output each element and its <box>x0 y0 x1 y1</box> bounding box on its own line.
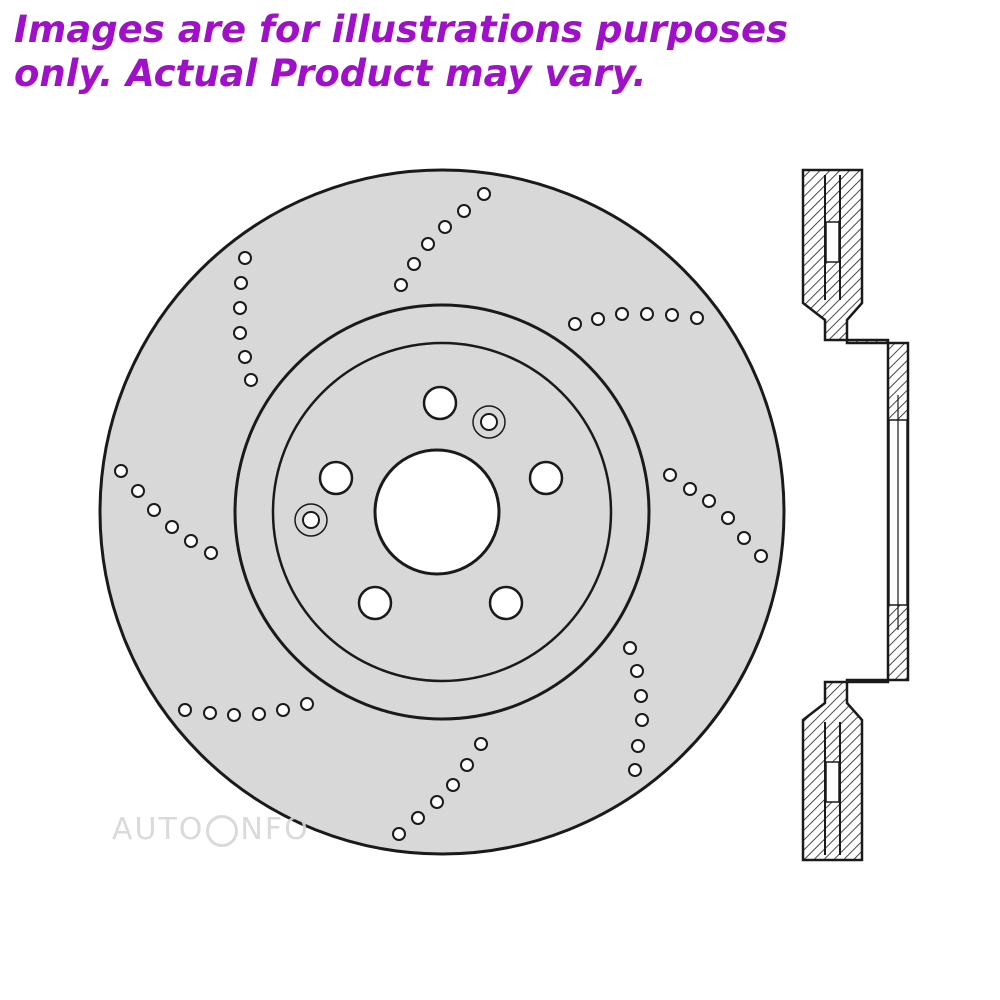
drill-hole <box>683 482 697 496</box>
drill-hole <box>238 350 252 364</box>
drill-hole <box>392 827 406 841</box>
drill-hole-pattern <box>114 187 768 841</box>
lug-hole <box>528 460 564 496</box>
drill-hole <box>276 703 290 717</box>
drill-hole <box>411 811 425 825</box>
drill-hole <box>430 795 444 809</box>
lug-hole <box>488 585 524 621</box>
drill-hole <box>147 503 161 517</box>
drill-hole <box>204 546 218 560</box>
drill-hole <box>630 664 644 678</box>
drill-hole <box>394 278 408 292</box>
disclaimer-line-2: only. Actual Product may vary. <box>14 52 647 95</box>
lug-hole <box>357 585 393 621</box>
drill-hole <box>615 307 629 321</box>
drill-hole <box>457 204 471 218</box>
drill-hole <box>114 464 128 478</box>
drill-hole <box>233 326 247 340</box>
vane-slot <box>825 761 840 803</box>
drill-hole <box>721 511 735 525</box>
drill-hole <box>165 520 179 534</box>
drill-hole <box>474 737 488 751</box>
lug-holes <box>318 385 564 621</box>
watermark-suffix: NFO <box>240 812 310 847</box>
drill-hole <box>203 706 217 720</box>
drill-hole <box>702 494 716 508</box>
rotor-front-view <box>98 168 786 856</box>
drill-hole <box>635 713 649 727</box>
drill-hole <box>438 220 452 234</box>
drill-hole <box>737 531 751 545</box>
drill-hole <box>178 703 192 717</box>
drill-hole <box>591 312 605 326</box>
drill-hole <box>184 534 198 548</box>
lug-hole <box>422 385 458 421</box>
drill-hole <box>634 689 648 703</box>
drill-hole <box>446 778 460 792</box>
drill-hole <box>227 708 241 722</box>
drill-hole <box>640 307 654 321</box>
drill-hole <box>623 641 637 655</box>
drill-hole <box>407 257 421 271</box>
rotor-section-outline <box>801 168 910 862</box>
drill-hole <box>244 373 258 387</box>
drill-hole <box>477 187 491 201</box>
watermark-prefix: AUTO <box>112 812 205 847</box>
drill-hole <box>252 707 266 721</box>
drill-hole <box>628 763 642 777</box>
drill-hole <box>131 484 145 498</box>
drill-hole <box>568 317 582 331</box>
drill-hole <box>233 301 247 315</box>
lug-hole <box>318 460 354 496</box>
drill-hole <box>238 251 252 265</box>
disclaimer-line-1: Images are for illustrations purposes <box>14 8 789 51</box>
drill-hole <box>300 697 314 711</box>
drill-hole <box>663 468 677 482</box>
set-screw-ring <box>472 405 506 439</box>
rotor-side-view <box>801 168 910 862</box>
autoinfo-watermark: AUTO NFO <box>112 812 310 847</box>
drill-hole <box>460 758 474 772</box>
set-screw-hole <box>302 511 320 529</box>
i-circle-icon <box>206 814 239 847</box>
drill-hole <box>631 739 645 753</box>
drill-hole <box>665 308 679 322</box>
center-bore <box>373 448 501 576</box>
drill-hole <box>421 237 435 251</box>
drill-hole <box>754 549 768 563</box>
drill-hole <box>234 276 248 290</box>
vane-slot <box>825 221 840 263</box>
drill-hole <box>690 311 704 325</box>
set-screw-holes <box>294 405 506 537</box>
set-screw-hole <box>480 413 498 431</box>
set-screw-ring <box>294 503 328 537</box>
